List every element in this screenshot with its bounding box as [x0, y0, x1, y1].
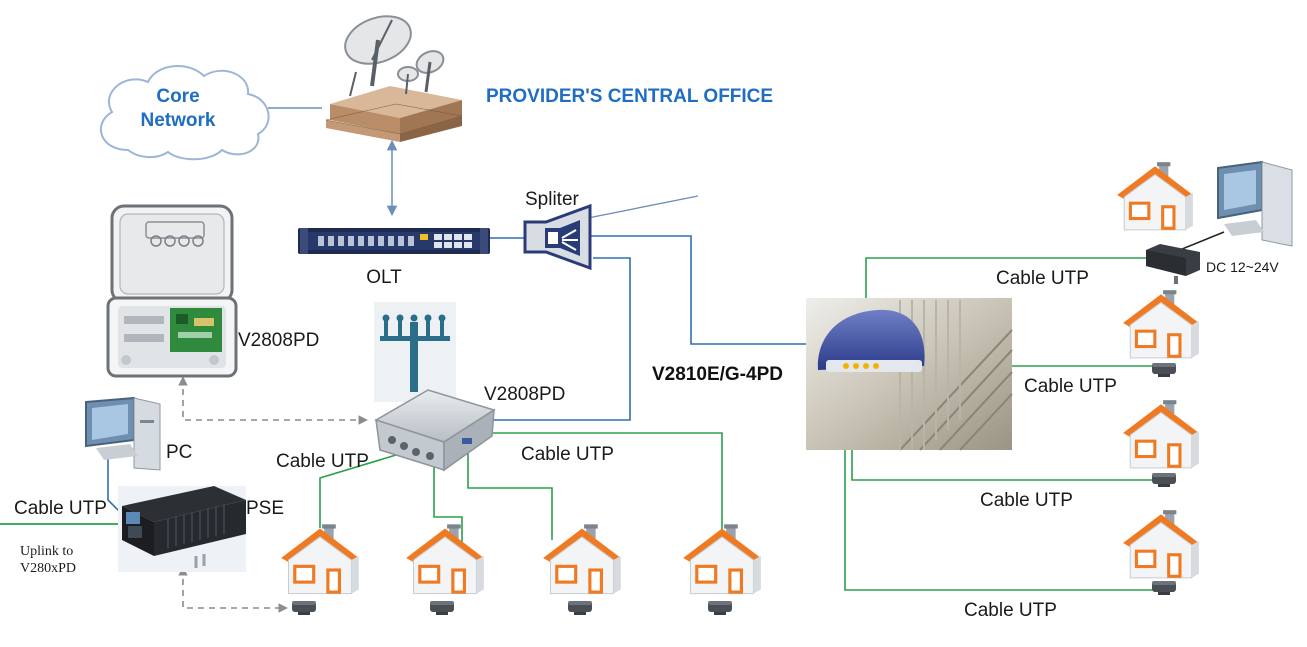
house-bottom-1	[279, 522, 361, 615]
splitter-label: Spliter	[525, 189, 580, 210]
central-office-title: PROVIDER'S CENTRAL OFFICE	[486, 86, 773, 107]
cable-label-right-4: Cable UTP	[964, 600, 1057, 621]
pse-label: PSE	[246, 498, 284, 519]
utp-house-1	[319, 454, 397, 528]
house-icon	[279, 522, 361, 596]
house-bottom-3	[541, 522, 623, 615]
cable-label-right-3: Cable UTP	[980, 490, 1073, 511]
cloud-label-line2: Network	[141, 110, 216, 131]
fiber-to-v2810	[591, 235, 816, 345]
house-icon	[1121, 508, 1201, 580]
house-right-4	[1121, 508, 1201, 595]
ont-icon	[1152, 473, 1176, 487]
olt-label: OLT	[366, 267, 402, 288]
utp-house-3	[467, 448, 553, 540]
cable-label-right-1: Cable UTP	[996, 268, 1089, 289]
house-icon	[1115, 160, 1195, 232]
rack-switch-icon	[298, 228, 490, 254]
uplink-note-line1: Uplink to	[20, 544, 73, 559]
house-bottom-4	[681, 522, 763, 615]
house-right-1	[1115, 160, 1195, 232]
house-icon	[541, 522, 623, 596]
cable-label-left: Cable UTP	[14, 498, 107, 519]
ont-icon	[292, 601, 316, 615]
pc-icon	[85, 396, 161, 471]
cable-label-pole-right: Cable UTP	[521, 444, 614, 465]
ont-icon	[430, 601, 454, 615]
dc-label: DC 12~24V	[1206, 259, 1279, 275]
v2808pd-indoor-label: V2808PD	[238, 330, 319, 351]
pc-right-icon	[1217, 160, 1293, 247]
v2810-label: V2810E/G-4PD	[652, 364, 783, 385]
satellite-building-icon	[325, 15, 463, 142]
open-enclosure-icon	[106, 204, 238, 378]
utp-house-4	[490, 432, 723, 530]
ont-icon	[708, 601, 732, 615]
cable-label-pole-left: Cable UTP	[276, 451, 369, 472]
fiber-to-pole-box	[492, 257, 631, 421]
ont-icon	[1152, 363, 1176, 377]
house-icon	[1121, 398, 1201, 470]
fiber-out-extra	[587, 195, 699, 219]
dashed-link-indoor	[178, 376, 368, 425]
v2808pd-pole-label: V2808PD	[484, 384, 565, 405]
ont-icon	[1152, 581, 1176, 595]
pc-left-label: PC	[166, 442, 192, 463]
cloud-label-line1: Core	[156, 86, 199, 107]
house-right-3	[1121, 398, 1201, 487]
house-right-2	[1121, 288, 1201, 377]
cable-label-right-2: Cable UTP	[1024, 376, 1117, 397]
house-icon	[1121, 288, 1201, 360]
uplink-note-line2: V280xPD	[20, 561, 76, 576]
house-bottom-2	[404, 522, 486, 615]
house-icon	[404, 522, 486, 596]
pole-mounted-box-icon	[374, 302, 496, 472]
dc-adapter-icon	[1146, 244, 1200, 284]
cloud-icon	[100, 64, 270, 161]
poe-injector-icon	[118, 486, 246, 572]
dashed-link-pse	[178, 566, 288, 613]
ont-icon	[568, 601, 592, 615]
router-icon	[806, 298, 1013, 451]
house-icon	[681, 522, 763, 596]
utp-house-2	[433, 462, 463, 558]
splitter-icon	[523, 203, 592, 271]
